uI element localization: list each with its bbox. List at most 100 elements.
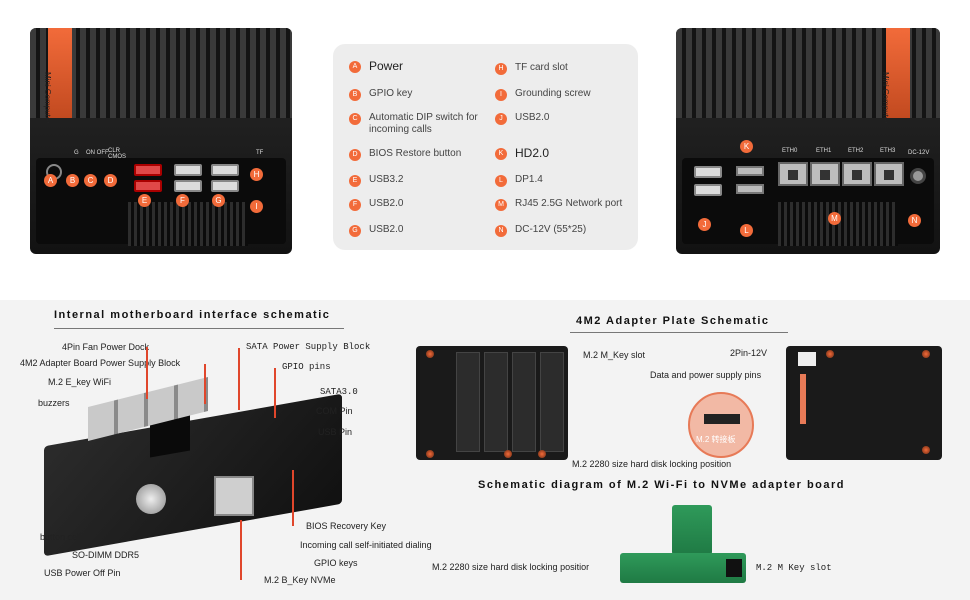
callout-buzzers: buzzers: [38, 398, 70, 408]
adapter-plate-back: [786, 346, 942, 460]
usb20-f-port-top: [174, 164, 202, 176]
front-panel: G ON OFF CLR CMOS TF: [36, 148, 286, 246]
lead-bkey: [240, 520, 242, 580]
eth2-label: ETH2: [848, 148, 864, 154]
motherboard-title-rule: [54, 328, 344, 329]
badge-j: J: [698, 218, 711, 231]
usb20-g-port-bottom: [211, 180, 239, 192]
wifi-adapter-board: [620, 553, 746, 583]
screw-1: [426, 350, 434, 358]
front-device: Mini Computer G ON OFF CLR CMOS TF A B C…: [30, 28, 292, 254]
mkey-slot-3: [512, 352, 536, 452]
wifi-adapter-title: Schematic diagram of M.2 Wi-Fi to NVMe a…: [478, 479, 846, 491]
adapter-mkey-callout: M.2 M_Key slot: [583, 350, 646, 360]
rear-panel: ETH0 ETH1 ETH2 ETH3 DC-12V: [682, 148, 934, 246]
usb32-port-bottom: [134, 180, 162, 192]
badge-c: C: [84, 174, 97, 187]
screw-2: [426, 450, 434, 458]
rear-brand-label: Mini Computer: [881, 72, 890, 125]
front-vent: [128, 202, 248, 246]
zoom-label: M.2 转接板: [696, 435, 736, 444]
usb20-g-port-top: [211, 164, 239, 176]
callout-bkey-nvme: M.2 B_Key NVMe: [264, 575, 336, 585]
wifi-adapter-vertical: [672, 505, 712, 555]
rear-vent: [778, 202, 898, 246]
dc-jack: [910, 168, 926, 184]
rear-brand-strip: Mini Computer: [881, 28, 910, 124]
eth1-label: ETH1: [816, 148, 832, 154]
onoff-label: ON OFF: [86, 150, 109, 156]
lead-4m2: [204, 364, 206, 404]
callout-usb-pin: USB Pin: [318, 427, 353, 437]
eth0-port: [778, 162, 808, 186]
callout-ekey-wifi: M.2 E_key WiFi: [48, 377, 112, 387]
badge-d: D: [104, 174, 117, 187]
brand-strip: Mini Computer: [43, 28, 72, 124]
heatsink-fins: [30, 28, 292, 118]
callout-sata3: SATA3.0: [320, 387, 358, 397]
badge-g: G: [212, 194, 225, 207]
callout-4pin-fan: 4Pin Fan Power Dock: [62, 342, 150, 352]
callout-usb-poweroff: USB Power Off Pin: [44, 568, 121, 578]
badge-b: B: [66, 174, 79, 187]
motherboard-title: Internal motherboard interface schematic: [54, 309, 331, 321]
callout-4m2-power: 4M2 Adapter Board Power Supply Block: [20, 358, 181, 368]
callout-sodimm: SO-DIMM DDR5: [72, 550, 139, 560]
adapter-2pin-callout: 2Pin-12V: [730, 348, 768, 358]
usb20-f-port-bottom: [174, 180, 202, 192]
back-screw-2: [922, 350, 930, 358]
callout-gpio-keys: GPIO keys: [314, 558, 358, 568]
rear-usb-top: [694, 166, 722, 178]
badge-l: L: [740, 224, 753, 237]
badge-h: H: [250, 168, 263, 181]
callout-bios-recovery: BIOS Recovery Key: [306, 521, 387, 531]
callout-com-pin: COM Pin: [316, 406, 353, 416]
callout-incoming-call: Incoming call self-initiated dialing: [300, 540, 432, 550]
mkey-slot-4: [540, 352, 564, 452]
power-connector: [798, 352, 816, 366]
eth3-port: [874, 162, 904, 186]
hdmi-port: [736, 166, 764, 176]
badge-e: E: [138, 194, 151, 207]
rear-device: Mini Computer ETH0 ETH1 ETH2 ETH3 DC-12V…: [676, 28, 940, 254]
screw-4: [538, 450, 546, 458]
mkey-slot-1: [456, 352, 480, 452]
dc-label: DC-12V: [908, 150, 930, 156]
eth1-port: [810, 162, 840, 186]
lead-bios: [292, 470, 294, 526]
wifi-mkey-callout: M.2 M Key slot: [756, 563, 832, 573]
adapter-datapower-callout: Data and power supply pins: [650, 370, 762, 380]
lead-fan: [146, 347, 148, 399]
clr-cmos-label: CLR CMOS: [108, 148, 126, 160]
lead-sata-power: [238, 348, 240, 410]
zoom-connector: [704, 414, 740, 424]
screw-3: [504, 450, 512, 458]
callout-gpio-pins: GPIO pins: [282, 362, 331, 372]
badge-f: F: [176, 194, 189, 207]
adapter-title-rule: [570, 332, 788, 333]
wifi-adapter-slot: [726, 559, 742, 577]
back-screw-3: [922, 446, 930, 454]
eth2-port: [842, 162, 872, 186]
mkey-slot-2: [484, 352, 508, 452]
adapter-plate-front: [416, 346, 568, 460]
back-screw-1: [826, 350, 834, 358]
wifi-lock-callout: M.2 2280 size hard disk locking positior: [432, 562, 590, 572]
eth3-label: ETH3: [880, 148, 896, 154]
button-cell: [136, 484, 166, 514]
adapter-lock-callout: M.2 2280 size hard disk locking position: [572, 459, 732, 469]
badge-i: I: [250, 200, 263, 213]
zoom-circle: M.2 转接板: [688, 392, 754, 458]
rear-usb-bottom: [694, 184, 722, 196]
lead-gpio-pins: [274, 368, 276, 418]
